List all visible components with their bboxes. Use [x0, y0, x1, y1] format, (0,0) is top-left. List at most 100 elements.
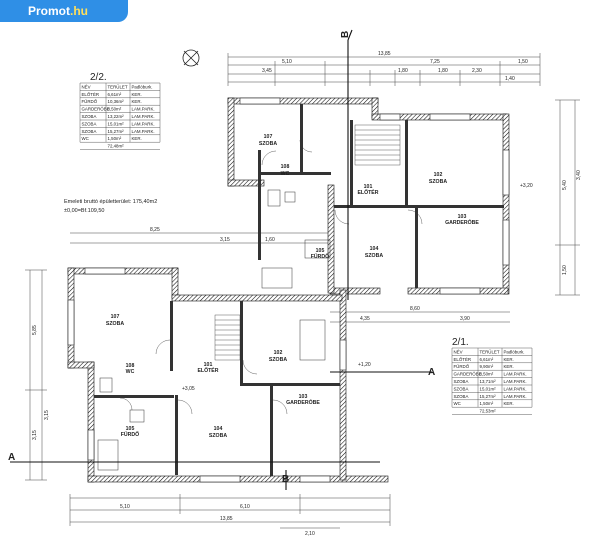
room-101-upper-num: 101	[364, 184, 373, 190]
room-108-lower-num: 108	[126, 363, 135, 369]
table-cell: 1,50m²	[108, 136, 122, 141]
table-header-cell: TERÜLET	[108, 84, 128, 89]
dim-left-2: 5,85	[32, 325, 38, 335]
lower-stair	[214, 314, 241, 361]
table-cell: 6,61m²	[480, 357, 494, 362]
top-dimensions	[227, 53, 541, 86]
dim-top-2: 5,10	[282, 59, 292, 65]
table-cell: LAM.PARK.	[504, 386, 527, 391]
dim-left-1: 3,15	[32, 430, 38, 440]
lower-fixtures	[97, 319, 326, 471]
room-104-lower-num: 104	[214, 426, 223, 432]
room-108-lower-name: WC	[126, 369, 135, 375]
section-b-label-bottom: B	[282, 474, 289, 485]
room-103-upper-num: 103	[458, 214, 467, 220]
dim-mid-2: 3,15	[220, 237, 230, 243]
room-101-lower-num: 101	[204, 362, 213, 368]
section-a-label-right: A	[428, 367, 435, 378]
table-cell: LAM.PARK.	[132, 129, 155, 134]
table-cell: KER.	[132, 99, 142, 104]
table-cell: 8,50m²	[108, 107, 122, 112]
section-lines	[10, 29, 432, 490]
table-cell: 1,50m²	[480, 401, 494, 406]
room-103-lower-name: GARDERÓBE	[286, 398, 320, 406]
dim-top-4: 7,25	[430, 59, 440, 65]
table-cell: ELŐTÉR	[82, 92, 100, 97]
table-cell: 13,22m²	[108, 114, 125, 119]
dim-top-1: 3,45	[262, 68, 272, 74]
dim-top-total: 13,85	[378, 51, 391, 57]
table-cell: SZOBA	[454, 379, 469, 384]
room-108-upper-name: WC	[281, 171, 290, 177]
room-104-upper-name: SZOBA	[365, 253, 383, 259]
level-mid: +3,05	[182, 386, 195, 392]
table-cell: LAM.PARK.	[504, 379, 527, 384]
room-107-lower-name: SZOBA	[106, 321, 124, 327]
table-cell: 8,50m²	[480, 372, 494, 377]
table-cell: WC	[454, 401, 461, 406]
table-cell: ELŐTÉR	[454, 357, 472, 362]
table-cell: FÜRDŐ	[454, 364, 470, 369]
right-dimensions	[555, 99, 580, 296]
table-total-cell: 72,53m²	[480, 409, 497, 414]
room-107-lower-num: 107	[111, 314, 120, 320]
dim-bottom-total: 13,85	[220, 516, 233, 522]
section-b-label: B	[340, 31, 351, 38]
upper-doors	[261, 139, 423, 225]
dim-top-3: 1,80	[398, 68, 408, 74]
table-cell: SZOBA	[82, 129, 97, 134]
table-cell: 15,27m²	[108, 129, 125, 134]
watermark-tld: .hu	[70, 4, 88, 18]
table-header-cell: Padlóburk.	[504, 349, 525, 354]
table-cell: FÜRDŐ	[82, 99, 98, 104]
table-cell: 9,90m²	[480, 364, 494, 369]
room-102-lower-name: SZOBA	[269, 357, 287, 363]
table-cell: LAM.PARK.	[504, 372, 527, 377]
room-105-upper-name: FÜRDŐ	[311, 253, 329, 260]
upper-stair	[354, 124, 401, 166]
upper-windows	[239, 97, 510, 295]
dim-mid-total: 8,25	[150, 227, 160, 233]
table-header-cell: NÉV	[82, 84, 91, 89]
table-cell: 15,27m²	[480, 394, 497, 399]
dim-lower-3: 3,90	[460, 316, 470, 322]
table-cell: SZOBA	[454, 386, 469, 391]
dim-bottom-2: 6,10	[240, 504, 250, 510]
dim-lower-2: 4,35	[360, 316, 370, 322]
lower-doors	[119, 339, 288, 415]
floor-elevation-note: ±0,00=Bf.109,50	[64, 208, 104, 214]
room-107-upper-num: 107	[264, 134, 273, 140]
dim-top-5: 1,50	[518, 59, 528, 65]
section-a-label-left: A	[8, 452, 15, 463]
table-cell: KER.	[132, 92, 142, 97]
table-cell: LAM.PARK.	[132, 114, 155, 119]
table-cell: SZOBA	[82, 121, 97, 126]
dim-top-6: 1,80	[438, 68, 448, 74]
level-upper-right: +3,20	[520, 183, 533, 189]
room-105-upper-num: 105	[316, 248, 325, 254]
promot-watermark[interactable]: Promot.hu	[0, 0, 128, 22]
upper-floor-walls	[227, 97, 510, 295]
table-header-cell: Padlóburk.	[132, 84, 153, 89]
table-cell: LAM.PARK.	[132, 121, 155, 126]
table-cell: 15,01m²	[480, 386, 497, 391]
room-107-upper-name: SZOBA	[259, 141, 277, 147]
table-cell: 6,61m²	[108, 92, 122, 97]
dim-right-1: 3,40	[576, 170, 582, 180]
table-total-cell: 72,48m²	[108, 144, 125, 149]
table-upper-title: 2/2.	[90, 72, 107, 83]
orientation-symbol	[182, 49, 200, 67]
table-cell: KER.	[132, 136, 142, 141]
dim-mid-3: 1,60	[265, 237, 275, 243]
table-header-cell: TERÜLET	[480, 349, 500, 354]
room-104-upper-num: 104	[370, 246, 379, 252]
table-cell: 13,71m²	[480, 379, 497, 384]
table-lower-title: 2/1.	[452, 337, 469, 348]
table-header-cell: NÉV	[454, 349, 463, 354]
table-cell: SZOBA	[454, 394, 469, 399]
upper-fixtures	[261, 189, 331, 289]
table-cell: 10,36m²	[108, 99, 125, 104]
table-cell: LAM.PARK.	[504, 394, 527, 399]
